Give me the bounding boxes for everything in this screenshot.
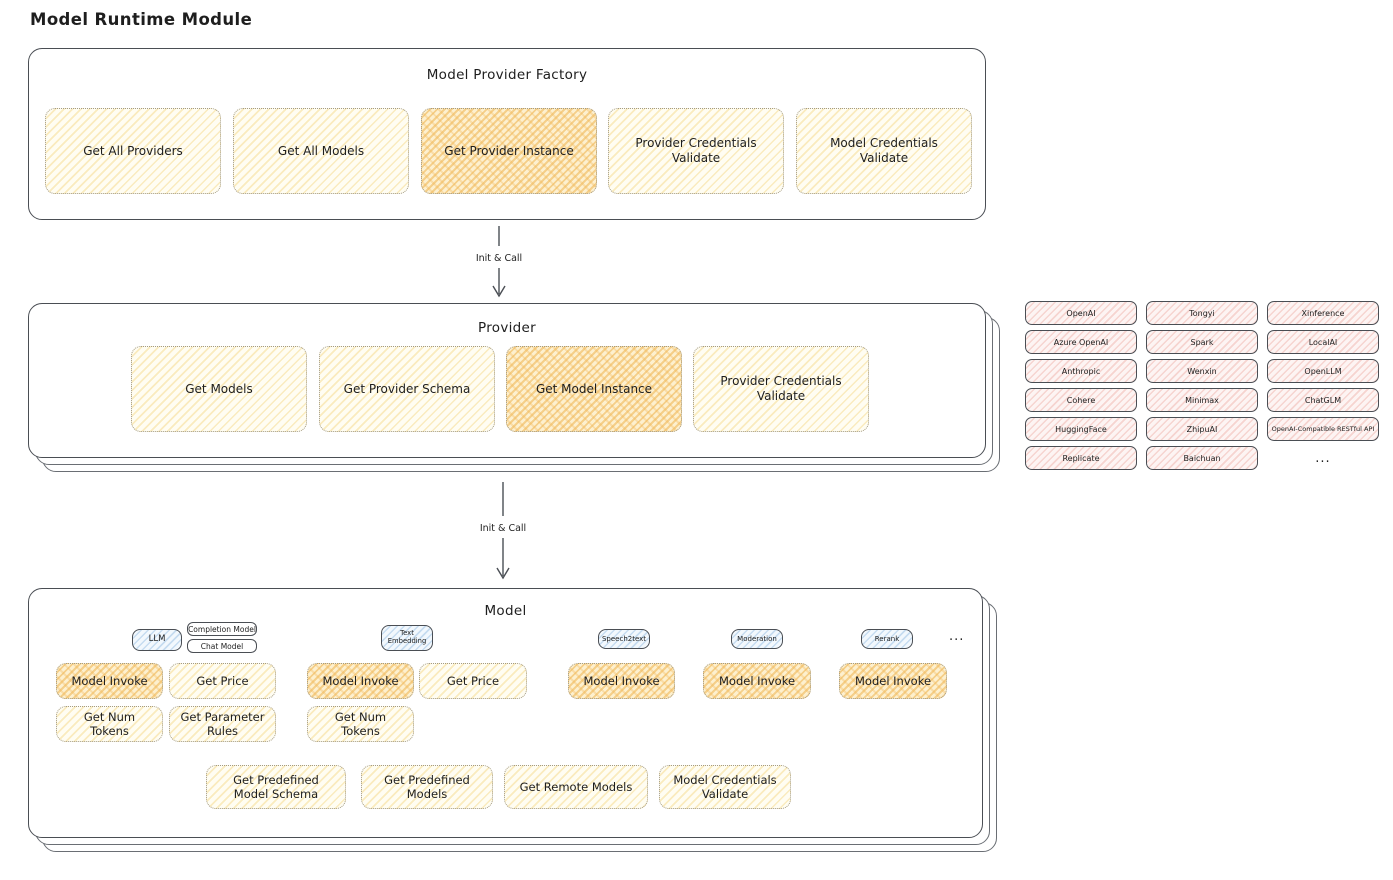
provider-chip: Azure OpenAI	[1025, 330, 1137, 354]
node-get-all-providers: Get All Providers	[45, 108, 221, 194]
node-embedding-get-price: Get Price	[419, 663, 527, 699]
diagram-title: Model Runtime Module	[30, 10, 253, 29]
arrow-factory-to-provider: Init & Call	[476, 226, 522, 298]
provider-chip: Minimax	[1146, 388, 1258, 412]
tag-llm: LLM	[132, 629, 182, 651]
provider-chip: Cohere	[1025, 388, 1137, 412]
node-llm-get-price: Get Price	[169, 663, 276, 699]
provider-container: Provider Get Models Get Provider Schema …	[28, 303, 986, 458]
arrow-label-init-call-1: Init & Call	[476, 253, 522, 264]
node-get-all-models: Get All Models	[233, 108, 409, 194]
factory-container: Model Provider Factory Get All Providers…	[28, 48, 986, 220]
node-get-predefined-model-schema: Get Predefined Model Schema	[206, 765, 346, 809]
tag-speech2text: Speech2text	[598, 629, 650, 649]
arrow-provider-to-model: Init & Call	[480, 482, 526, 580]
node-get-provider-instance: Get Provider Instance	[421, 108, 597, 194]
provider-more-ellipsis: ...	[1315, 450, 1331, 466]
provider-chip: OpenAI	[1025, 301, 1137, 325]
provider-chip: HuggingFace	[1025, 417, 1137, 441]
provider-chip: Anthropic	[1025, 359, 1137, 383]
model-container: Model LLM Completion Model Chat Model Te…	[28, 588, 983, 838]
tag-rerank: Rerank	[861, 629, 913, 649]
node-get-models: Get Models	[131, 346, 307, 432]
node-get-provider-schema: Get Provider Schema	[319, 346, 495, 432]
node-embedding-get-num-tokens: Get Num Tokens	[307, 706, 414, 742]
model-title: Model	[484, 603, 527, 619]
node-get-predefined-models: Get Predefined Models	[361, 765, 493, 809]
node-embedding-model-invoke: Model Invoke	[307, 663, 414, 699]
provider-chip: OpenLLM	[1267, 359, 1379, 383]
provider-chip: Spark	[1146, 330, 1258, 354]
node-moderation-model-invoke: Model Invoke	[703, 663, 811, 699]
factory-title: Model Provider Factory	[426, 67, 588, 83]
tag-text-embedding: Text Embedding	[381, 625, 433, 651]
provider-chip: Tongyi	[1146, 301, 1258, 325]
provider-chip: ZhipuAI	[1146, 417, 1258, 441]
arrow-label-init-call-2: Init & Call	[480, 523, 526, 534]
provider-chip: OpenAI-Compatible RESTful API	[1267, 417, 1379, 441]
node-llm-get-num-tokens: Get Num Tokens	[56, 706, 163, 742]
node-llm-get-parameter-rules: Get Parameter Rules	[169, 706, 276, 742]
node-provider-credentials-validate-2: Provider Credentials Validate	[693, 346, 869, 432]
node-model-credentials-validate: Model Credentials Validate	[796, 108, 972, 194]
provider-chip: Replicate	[1025, 446, 1137, 470]
node-llm-model-invoke: Model Invoke	[56, 663, 163, 699]
model-types-ellipsis: ...	[949, 629, 965, 644]
provider-chip: Baichuan	[1146, 446, 1258, 470]
node-model-credentials-validate-2: Model Credentials Validate	[659, 765, 791, 809]
badge-completion-model: Completion Model	[187, 622, 257, 636]
provider-chip: LocalAI	[1267, 330, 1379, 354]
node-get-remote-models: Get Remote Models	[504, 765, 648, 809]
node-speech2text-model-invoke: Model Invoke	[568, 663, 675, 699]
provider-title: Provider	[478, 320, 536, 336]
node-get-model-instance: Get Model Instance	[506, 346, 682, 432]
provider-chip: Wenxin	[1146, 359, 1258, 383]
tag-moderation: Moderation	[731, 629, 783, 649]
badge-chat-model: Chat Model	[187, 639, 257, 653]
node-rerank-model-invoke: Model Invoke	[839, 663, 947, 699]
provider-chip: ChatGLM	[1267, 388, 1379, 412]
provider-chip: Xinference	[1267, 301, 1379, 325]
provider-name-grid: OpenAI Tongyi Xinference Azure OpenAI Sp…	[1025, 301, 1379, 470]
node-provider-credentials-validate: Provider Credentials Validate	[608, 108, 784, 194]
